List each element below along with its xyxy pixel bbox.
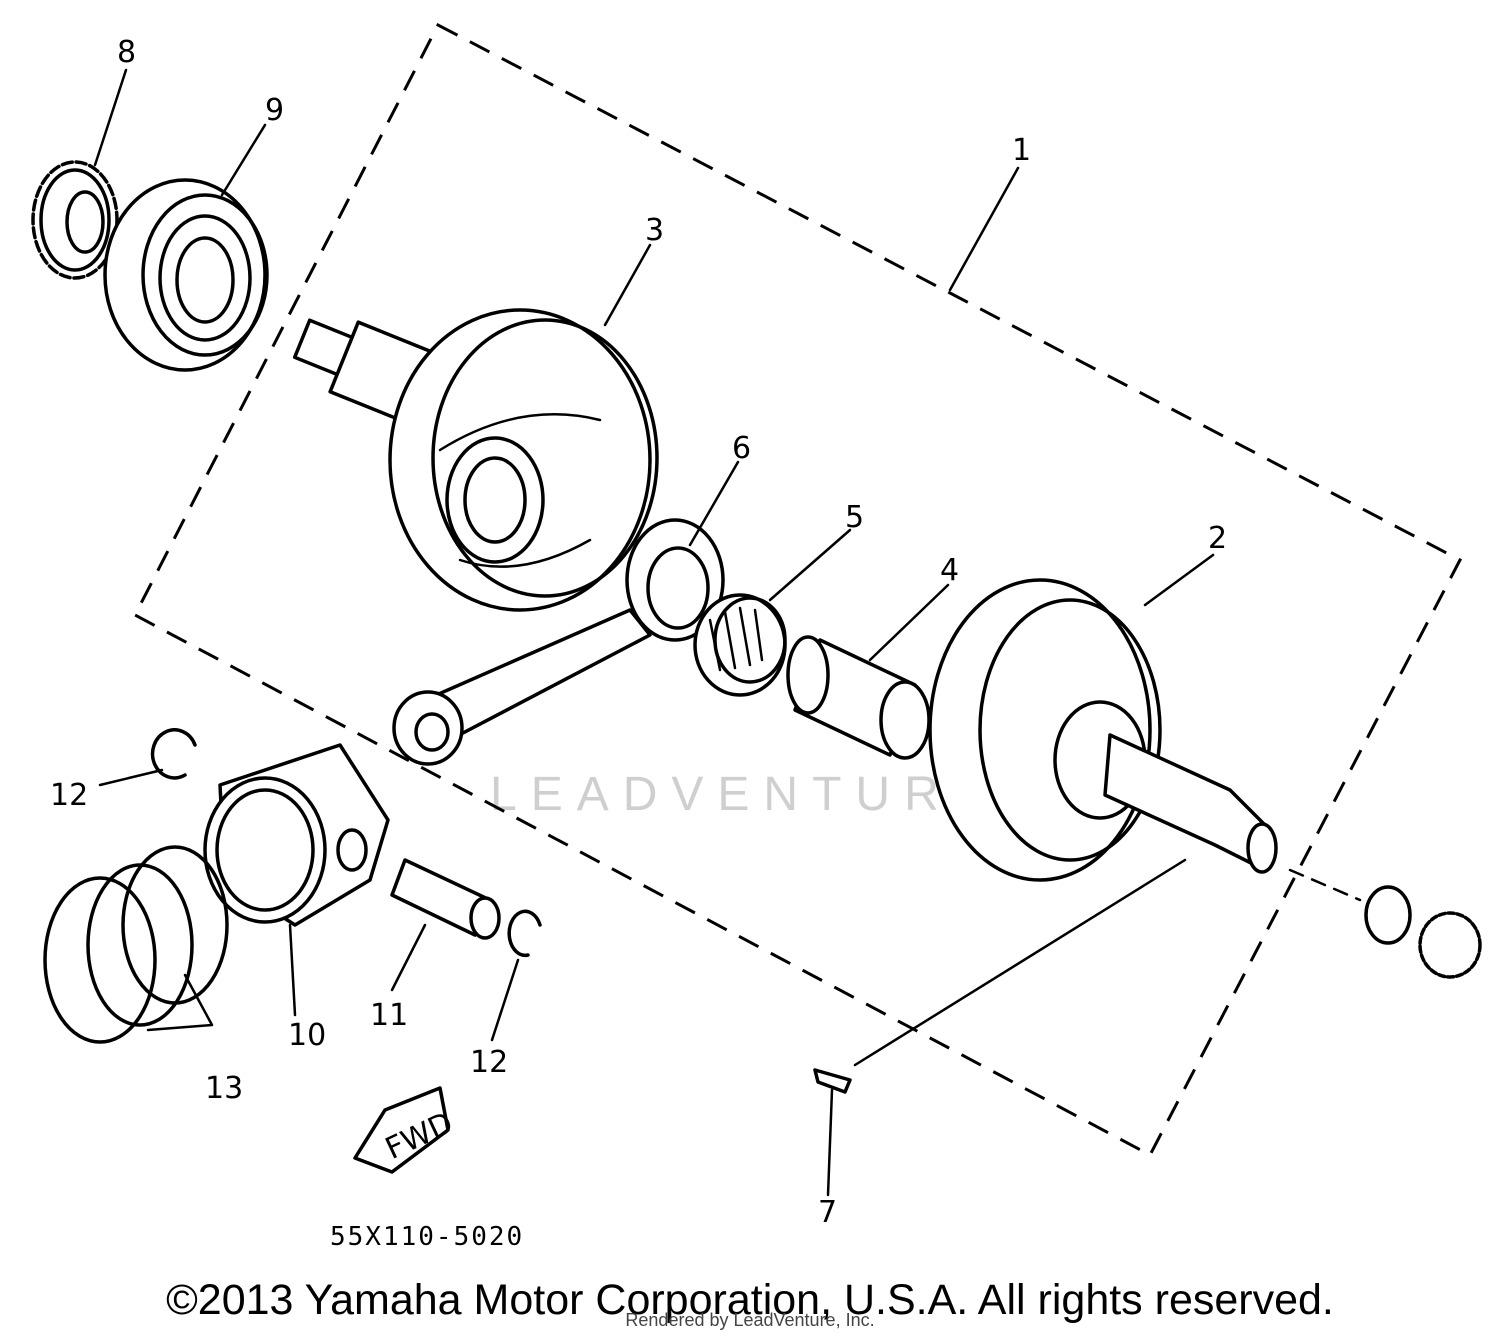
callout-7: 7 [818,1195,837,1230]
part-10-piston [203,743,390,927]
part-11-piston-pin [390,858,501,940]
part-9-bearing [103,178,269,372]
part-6-connecting-rod [392,518,725,766]
callout-3: 3 [645,213,664,248]
leader-lines [93,68,1215,1197]
callout-12-right: 12 [470,1045,508,1080]
callout-11: 11 [370,998,408,1033]
assembly-boundary [132,22,1463,1158]
callout-2: 2 [1208,521,1227,556]
part-13-piston-rings [43,845,229,1044]
callout-12-left: 12 [50,778,88,813]
part-7-woodruff-key [813,1068,852,1094]
copyright-notice: ©2013 Yamaha Motor Corporation, U.S.A. A… [166,1276,1334,1324]
rendered-by-credit: Rendered by LeadVenture, Inc. [625,1310,875,1330]
callout-4: 4 [940,553,959,588]
callout-9: 9 [265,93,284,128]
callout-6: 6 [732,431,751,466]
part-5-needle-bearing [693,593,787,697]
callout-labels: 8 9 1 3 6 5 4 2 12 10 11 12 13 7 [50,35,1227,1230]
diagram-part-number: 55X110-5020 [330,1222,524,1252]
part-3-crank-left [292,308,659,612]
part-2-crank-right [928,578,1278,882]
watermark-text: LEADVENTURE [490,768,999,821]
callout-5: 5 [845,500,864,535]
part-12-circlip-right [507,909,542,958]
callout-8: 8 [117,35,136,70]
callout-10: 10 [288,1018,326,1053]
part-12-circlip-left [150,728,197,780]
part-8-sprocket [31,160,119,280]
washer-and-nut [1288,868,1482,979]
fwd-arrow: FWD [353,1086,458,1174]
callout-13: 13 [205,1071,243,1106]
callout-1: 1 [1012,133,1031,168]
part-4-crank-pin [786,635,931,760]
